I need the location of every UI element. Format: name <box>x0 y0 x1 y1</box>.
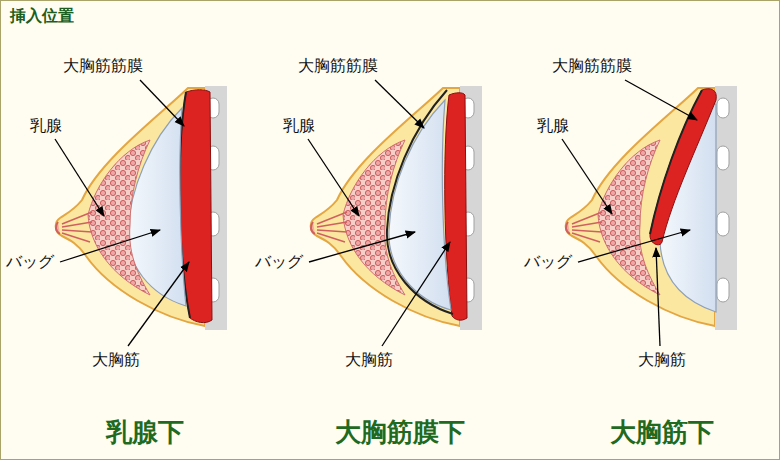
part-label: バッグ <box>524 252 572 272</box>
panel-subglandular <box>56 86 227 330</box>
title: 挿入位置 <box>10 6 74 26</box>
part-label: バッグ <box>255 252 303 272</box>
caption-label: 大胸筋下 <box>610 416 714 448</box>
panel-subfascial <box>311 86 482 330</box>
part-label: バッグ <box>6 252 54 272</box>
part-label: 大胸筋 <box>638 350 686 370</box>
part-label: 大胸筋筋膜 <box>298 56 378 76</box>
part-label: 乳腺 <box>537 116 569 136</box>
part-label: 乳腺 <box>30 116 62 136</box>
part-label: 大胸筋筋膜 <box>552 56 632 76</box>
part-label: 大胸筋筋膜 <box>63 56 143 76</box>
part-label: 乳腺 <box>283 116 315 136</box>
part-label: 大胸筋 <box>92 350 140 370</box>
caption-label: 乳腺下 <box>106 416 184 448</box>
leader-lines <box>55 80 697 346</box>
panel-submuscular <box>566 86 737 330</box>
caption-label: 大胸筋膜下 <box>335 416 465 448</box>
part-label: 大胸筋 <box>345 350 393 370</box>
